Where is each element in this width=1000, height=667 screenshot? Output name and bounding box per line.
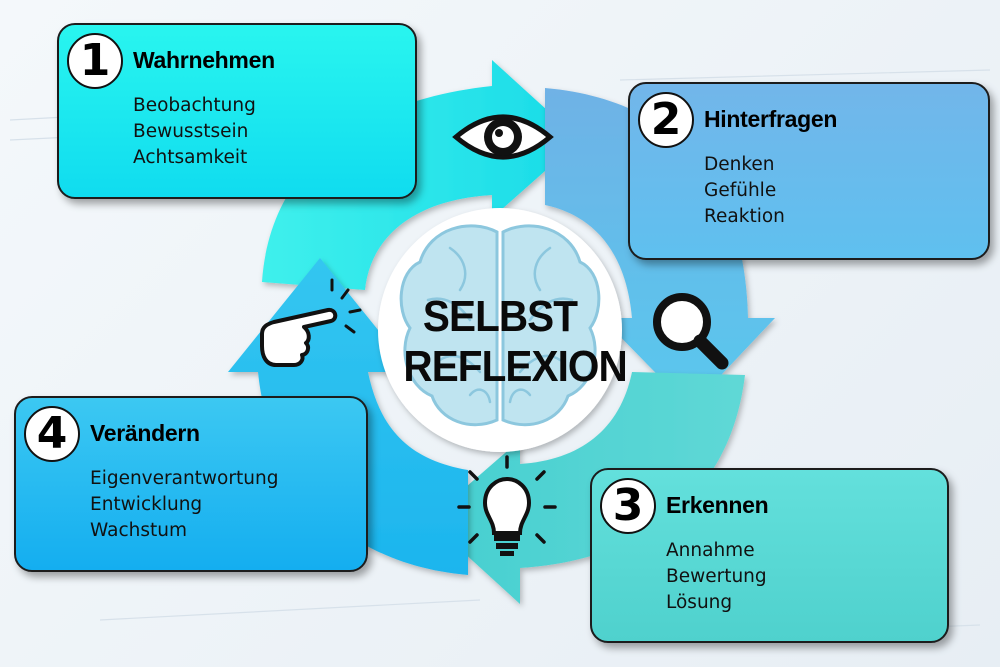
pointing-hand-icon: [260, 278, 362, 367]
step-number-badge: 3: [600, 478, 656, 534]
eye-icon: [452, 114, 554, 160]
step-card-2: 2 Hinterfragen Denken Gefühle Reaktion: [628, 82, 990, 260]
lightbulb-icon: [457, 455, 557, 556]
step-item: Eigenverantwortung: [90, 468, 279, 489]
step-card-3: 3 Erkennen Annahme Bewertung Lösung: [590, 468, 949, 643]
step-item: Bewusstsein: [133, 121, 249, 142]
step-item: Wachstum: [90, 520, 187, 541]
step-item: Beobachtung: [133, 95, 256, 116]
step-number-badge: 1: [67, 33, 123, 89]
step-item: Entwicklung: [90, 494, 203, 515]
step-item: Bewertung: [666, 566, 767, 587]
center-title-line1: SELBST: [422, 292, 578, 341]
step-title: Erkennen: [666, 492, 769, 518]
step-number-badge: 2: [638, 92, 694, 148]
step-card-1: 1 Wahrnehmen Beobachtung Bewusstsein Ach…: [57, 23, 417, 199]
step-number-badge: 4: [24, 406, 80, 462]
step-item: Reaktion: [704, 206, 785, 227]
step-item-list: Eigenverantwortung Entwicklung Wachstum: [90, 466, 278, 544]
magnifier-icon: [653, 293, 729, 370]
brain-icon: [399, 224, 601, 427]
center-title-line2: REFLEXION: [403, 342, 627, 391]
step-title: Verändern: [90, 420, 200, 446]
step-item: Lösung: [666, 592, 733, 613]
step-item-list: Annahme Bewertung Lösung: [666, 538, 767, 616]
step-title: Hinterfragen: [704, 106, 838, 132]
center-title: SELBST REFLEXION: [403, 292, 627, 392]
step-title: Wahrnehmen: [133, 47, 275, 73]
step-card-4: 4 Verändern Eigenverantwortung Entwicklu…: [14, 396, 368, 572]
step-item: Annahme: [666, 540, 755, 561]
step-item: Gefühle: [704, 180, 777, 201]
step-item: Achtsamkeit: [133, 147, 248, 168]
step-item-list: Beobachtung Bewusstsein Achtsamkeit: [133, 93, 256, 171]
step-item: Denken: [704, 154, 775, 175]
step-item-list: Denken Gefühle Reaktion: [704, 152, 785, 230]
